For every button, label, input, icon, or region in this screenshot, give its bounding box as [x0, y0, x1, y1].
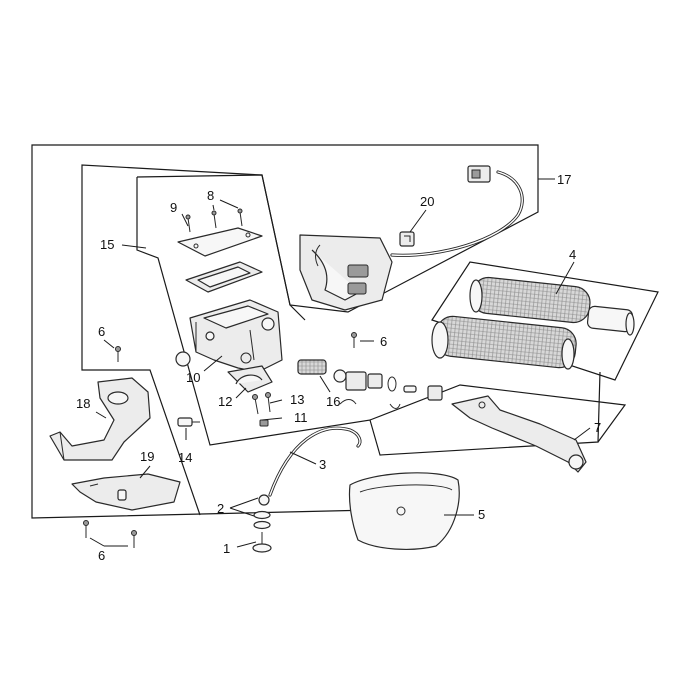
callout-1: 1 — [223, 541, 230, 556]
leader-lines — [89, 178, 591, 548]
piston-kit — [297, 359, 443, 409]
clamp-screws — [252, 392, 271, 427]
reservoir-screws — [185, 208, 243, 233]
callout-10: 10 — [186, 370, 200, 385]
callout-5: 5 — [478, 507, 485, 522]
clamp-bracket — [227, 365, 273, 393]
grip-lower — [431, 315, 577, 370]
callout-3: 3 — [319, 457, 326, 472]
callout-8: 8 — [207, 188, 214, 203]
cover-screws — [83, 332, 357, 548]
brake-lever — [451, 395, 587, 473]
callout-14: 14 — [178, 450, 192, 465]
callout-16: 16 — [326, 394, 340, 409]
callout-labels: 1 2 3 4 5 6 6 6 7 8 9 10 11 12 13 14 15 … — [76, 172, 601, 563]
callout-19: 19 — [140, 449, 154, 464]
callout-13: 13 — [290, 392, 304, 407]
callout-20: 20 — [420, 194, 434, 209]
protective-cover — [348, 472, 460, 550]
callout-6-left: 6 — [98, 324, 105, 339]
callout-4: 4 — [569, 247, 576, 262]
bleed-screw — [177, 417, 200, 427]
brake-cable — [258, 426, 362, 506]
callout-9: 9 — [170, 200, 177, 215]
callout-6-right: 6 — [380, 334, 387, 349]
grip-upper — [469, 276, 635, 336]
callout-11: 11 — [294, 410, 308, 425]
hand-guard-lower — [71, 473, 181, 511]
callout-7: 7 — [594, 420, 601, 435]
switch-wiring — [390, 165, 524, 257]
callout-18: 18 — [76, 396, 90, 411]
connector-clip — [399, 231, 415, 247]
hand-guard-upper — [49, 377, 151, 461]
reservoir-cap — [177, 227, 263, 257]
callout-17: 17 — [557, 172, 571, 187]
banjo-bolt — [252, 510, 272, 553]
reservoir-gasket — [185, 261, 263, 293]
lever-frame — [369, 384, 627, 443]
callout-12: 12 — [218, 394, 232, 409]
callout-15: 15 — [100, 237, 114, 252]
callout-6-bottom: 6 — [98, 548, 105, 563]
callout-2: 2 — [217, 501, 224, 516]
switch-housing — [299, 234, 393, 311]
master-cylinder-body — [175, 299, 283, 373]
